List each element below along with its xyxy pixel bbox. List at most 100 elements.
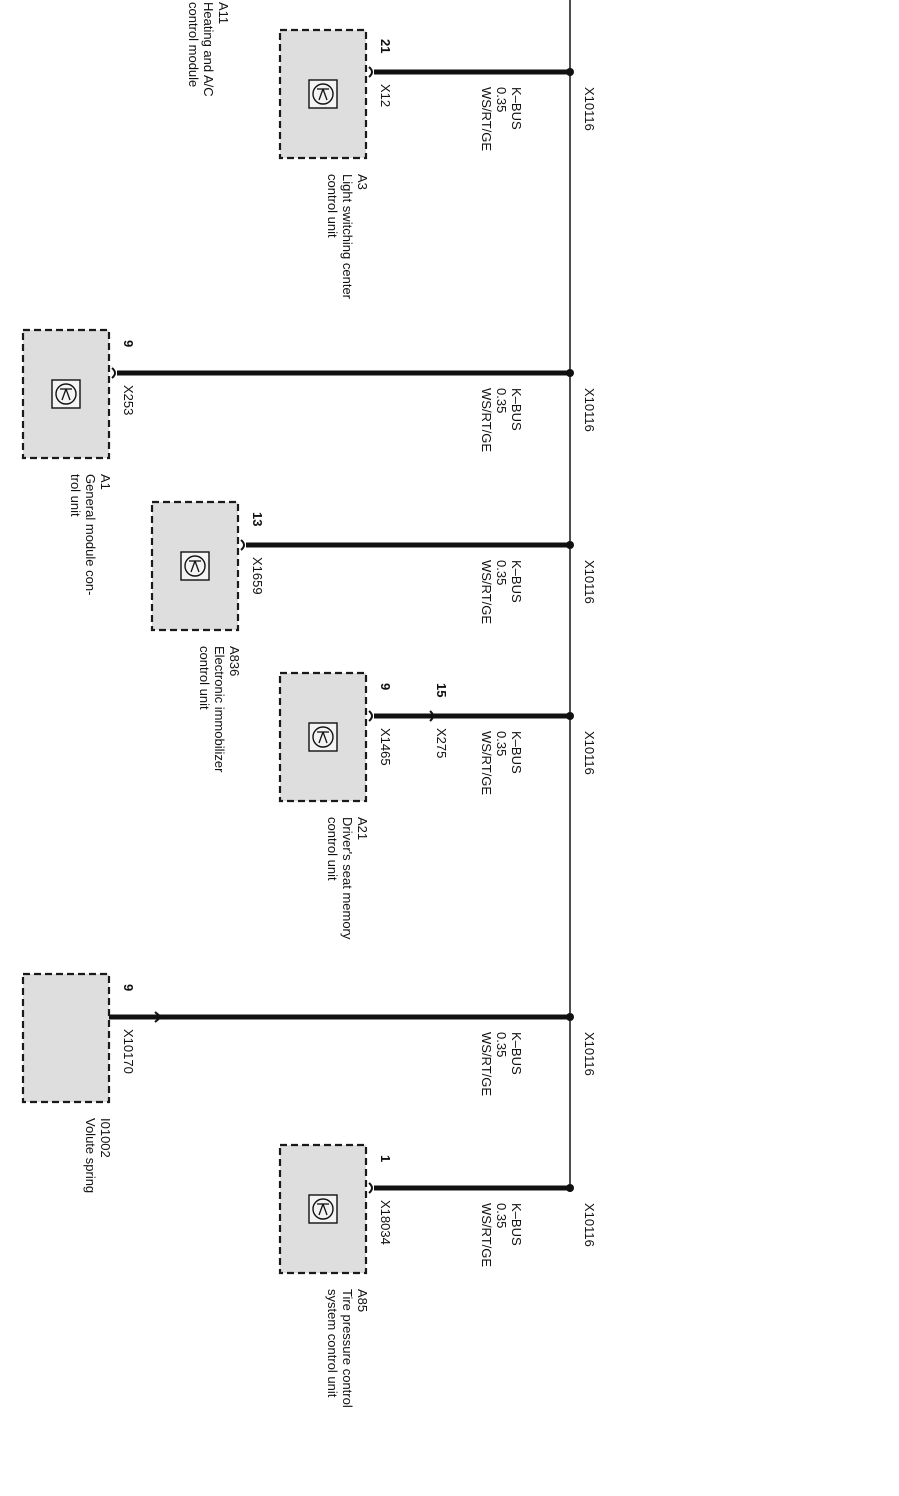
wire-spec-label-line: K–BUS	[509, 1203, 524, 1246]
transistor-icon	[180, 551, 210, 581]
splice-dot	[566, 369, 574, 377]
module-label-a21-line: A21	[355, 817, 370, 840]
splice-dot	[566, 1013, 574, 1021]
connector-socket	[111, 367, 116, 379]
splice-label-line: X10116	[582, 731, 597, 775]
inline-connector-label: X275	[434, 728, 449, 758]
splice-label: X10116	[582, 87, 597, 131]
header-module-name-line2: control module	[186, 2, 201, 87]
connector-label-line: X10170	[121, 1029, 136, 1074]
wire-spec-label-line: WS/RT/GE	[479, 1032, 494, 1096]
pin-number: 9	[121, 984, 136, 991]
wire-spec-label-line: 0.35	[494, 560, 509, 585]
transistor-icon	[51, 379, 81, 409]
inline-connector-label-line: X275	[434, 728, 449, 758]
connector-label-line: X1659	[250, 557, 265, 595]
wire-spec-label-line: 0.35	[494, 1203, 509, 1228]
wire-spec-label-line: K–BUS	[509, 731, 524, 774]
pin-number: 9	[121, 340, 136, 347]
inline-pin-number-line: 15	[434, 683, 449, 697]
pin-number-line: 21	[378, 39, 393, 53]
wire-spec-label-line: 0.35	[494, 1032, 509, 1057]
pin-number-line: 9	[121, 340, 136, 347]
wire-spec-label-line: WS/RT/GE	[479, 388, 494, 452]
module-label-a836-line: Electronic immobilizer	[212, 646, 227, 773]
wire-spec-label-line: K–BUS	[509, 87, 524, 130]
connector-label: X1465	[378, 728, 393, 766]
module-label-a3-line: A3	[355, 174, 370, 190]
splice-label-line: X10116	[582, 1203, 597, 1247]
module-label-a21-line: Driver's seat memory	[340, 817, 355, 940]
splice-dot	[566, 68, 574, 76]
pin-number-line: 13	[250, 512, 265, 526]
connector-label: X253	[121, 385, 136, 415]
wire-spec-label-line: K–BUS	[509, 1032, 524, 1075]
module-label-i01002-line: Volute spring	[83, 1118, 98, 1193]
splice-label-line: X10116	[582, 87, 597, 131]
wire-spec-label-line: K–BUS	[509, 560, 524, 603]
wire-spec-label-line: WS/RT/GE	[479, 731, 494, 795]
wire-spec-label-line: WS/RT/GE	[479, 560, 494, 624]
connector-socket	[368, 710, 373, 722]
module-label-a21-line: control unit	[325, 817, 340, 881]
header-module-label: A11 Heating and A/C control module	[186, 2, 231, 97]
connector-label-line: X12	[378, 84, 393, 107]
transistor-icon	[308, 722, 338, 752]
wire-spec-label-line: 0.35	[494, 87, 509, 112]
transistor-icon	[308, 1194, 338, 1224]
pin-number: 21	[378, 39, 393, 53]
module-label-a85-line: A85	[355, 1289, 370, 1312]
splice-label-line: X10116	[582, 1032, 597, 1076]
pin-number: 9	[378, 683, 393, 690]
wire-spec-label-line: K–BUS	[509, 388, 524, 431]
connector-socket	[240, 539, 245, 551]
splice-label: X10116	[582, 1203, 597, 1247]
header-module-name-line1: Heating and A/C	[201, 2, 216, 97]
module-label-i01002-line: I01002	[98, 1118, 113, 1158]
splice-label: X10116	[582, 560, 597, 604]
module-box-i01002[interactable]	[21, 972, 111, 1104]
connector-label-line: X253	[121, 385, 136, 415]
splice-dot	[566, 712, 574, 720]
inline-pin-number: 15	[434, 683, 449, 697]
module-label-a1-line: trol unit	[68, 474, 83, 517]
pin-number-line: 1	[378, 1155, 393, 1162]
connector-mark	[154, 1016, 162, 1023]
connector-label: X1659	[250, 557, 265, 595]
splice-label-line: X10116	[582, 560, 597, 604]
pin-number: 1	[378, 1155, 393, 1162]
splice-dot	[566, 1184, 574, 1192]
wire-spec-label-line: WS/RT/GE	[479, 1203, 494, 1267]
splice-dot	[566, 541, 574, 549]
module-label-a1-line: General module con-	[83, 474, 98, 595]
splice-label-line: X10116	[582, 388, 597, 432]
connector-mark	[154, 1011, 162, 1018]
module-label-a836-line: control unit	[197, 646, 212, 710]
transistor-icon	[308, 79, 338, 109]
connector-label: X10170	[121, 1029, 136, 1074]
module-label-a1-line: A1	[98, 474, 113, 490]
header-module-id: A11	[216, 2, 231, 24]
splice-label: X10116	[582, 731, 597, 775]
connector-socket	[368, 66, 373, 78]
pin-number: 13	[250, 512, 265, 526]
inline-connector-socket	[429, 710, 434, 722]
connector-label-line: X1465	[378, 728, 393, 766]
wire-spec-label-line: 0.35	[494, 388, 509, 413]
pin-number-line: 9	[378, 683, 393, 690]
module-label-a3-line: control unit	[325, 174, 340, 238]
wire-spec-label-line: WS/RT/GE	[479, 87, 494, 151]
wire-spec-label-line: 0.35	[494, 731, 509, 756]
